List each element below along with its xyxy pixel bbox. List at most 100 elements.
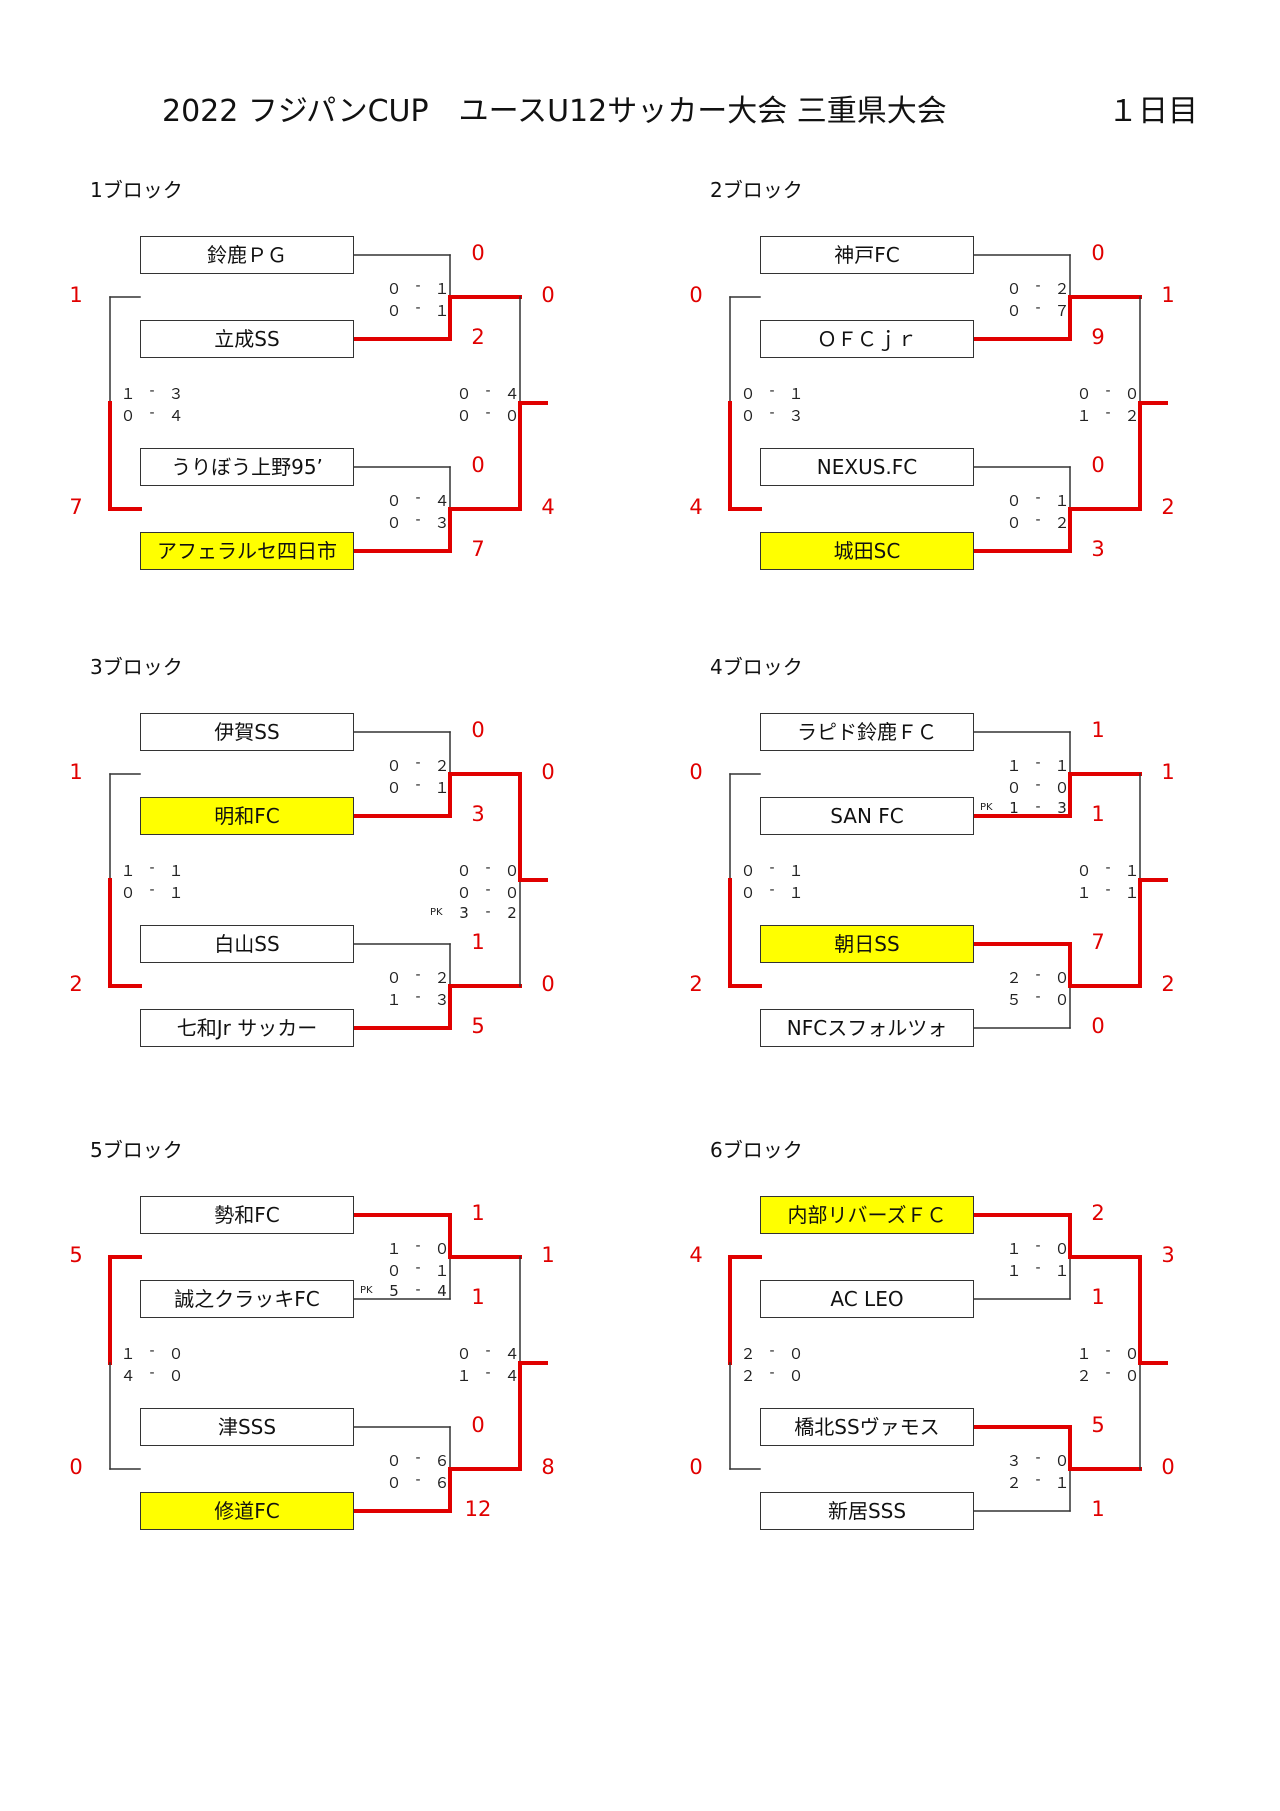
semi2-score-bottom: 7 <box>471 537 485 561</box>
final-pk-right: 2 <box>507 904 517 922</box>
semi2-dash: - <box>1035 490 1041 506</box>
bracket-lines <box>728 731 1168 1029</box>
third-score-right: ３ <box>788 407 804 425</box>
semi2-dash: - <box>1035 512 1041 528</box>
semi1-score-left: １ <box>1006 1240 1022 1258</box>
semi2-score-right: １ <box>1054 492 1070 510</box>
team-box: 神戸FC <box>760 236 974 274</box>
semi2-score-left: ２ <box>1006 969 1022 987</box>
semi2-score-right: ６ <box>434 1452 450 1470</box>
third-score-top: 0 <box>689 283 703 307</box>
semi1-score-right: ０ <box>1054 779 1070 797</box>
team-box: 白山SS <box>140 925 354 963</box>
third-score-left: ０ <box>740 385 756 403</box>
third-score-left: ０ <box>740 407 756 425</box>
third-score-bottom: 2 <box>69 972 83 996</box>
final-score-top: 0 <box>541 760 555 784</box>
bracket-lines <box>108 731 548 1030</box>
semi2-score-bottom: 12 <box>464 1497 492 1521</box>
semi1-dash: - <box>1035 300 1041 316</box>
third-score-top: 0 <box>689 760 703 784</box>
semi2-dash: - <box>415 989 421 1005</box>
third-score-left: １ <box>120 862 136 880</box>
third-score-bottom: 0 <box>689 1455 703 1479</box>
semi2-score-left: ２ <box>1006 1474 1022 1492</box>
block-label: 1ブロック <box>90 178 183 202</box>
semi1-score-right: ２ <box>1054 280 1070 298</box>
semi2-score-right: ０ <box>1054 969 1070 987</box>
third-dash: - <box>769 1343 775 1359</box>
final-score-bottom: 0 <box>1161 1455 1175 1479</box>
third-score-right: ０ <box>168 1345 184 1363</box>
third-dash: - <box>769 405 775 421</box>
final-score-right: ０ <box>504 862 520 880</box>
third-dash: - <box>769 1365 775 1381</box>
final-score-right: １ <box>1124 862 1140 880</box>
semi2-score-bottom: 1 <box>1091 1497 1105 1521</box>
final-score-top: 0 <box>541 283 555 307</box>
third-score-bottom: 0 <box>69 1455 83 1479</box>
third-dash: - <box>149 882 155 898</box>
semi2-dash: - <box>1035 1472 1041 1488</box>
semi2-dash: - <box>415 1450 421 1466</box>
semi1-score-top: 2 <box>1091 1201 1105 1225</box>
semi1-pk-label: PK <box>980 802 993 813</box>
third-score-left: ０ <box>740 884 756 902</box>
team-box: 立成SS <box>140 320 354 358</box>
third-dash: - <box>149 405 155 421</box>
semi1-dash: - <box>415 278 421 294</box>
semi1-score-top: 0 <box>471 241 485 265</box>
team-box: 城田SC <box>760 532 974 570</box>
team-box: ラピド鈴鹿ＦＣ <box>760 713 974 751</box>
semi1-score-bottom: 1 <box>1091 1285 1105 1309</box>
semi1-dash: - <box>1035 278 1041 294</box>
final-score-right: ４ <box>504 385 520 403</box>
block-label: 3ブロック <box>90 655 183 679</box>
third-score-top: 1 <box>69 283 83 307</box>
final-score-right: ４ <box>504 1345 520 1363</box>
team-box: NEXUS.FC <box>760 448 974 486</box>
third-score-right: ３ <box>168 385 184 403</box>
semi1-pk-right: 4 <box>437 1282 447 1300</box>
team-box: SAN FC <box>760 797 974 835</box>
third-dash: - <box>149 1343 155 1359</box>
semi2-score-top: 7 <box>1091 930 1105 954</box>
semi1-score-top: 1 <box>471 1201 485 1225</box>
final-dash: - <box>1105 882 1111 898</box>
semi2-score-left: ０ <box>386 1452 402 1470</box>
semi1-score-left: ０ <box>386 280 402 298</box>
team-box: ＯＦＣｊｒ <box>760 320 974 358</box>
semi2-score-top: 5 <box>1091 1413 1105 1437</box>
final-pk-dash: - <box>485 904 491 920</box>
final-dash: - <box>1105 383 1111 399</box>
semi1-score-left: １ <box>386 1240 402 1258</box>
semi1-dash: - <box>1035 1238 1041 1254</box>
team-box: うりぼう上野95’ <box>140 448 354 486</box>
semi1-dash: - <box>1035 777 1041 793</box>
semi1-score-top: 0 <box>1091 241 1105 265</box>
final-score-bottom: 4 <box>541 495 555 519</box>
semi2-score-right: ３ <box>434 514 450 532</box>
semi1-pk-dash: - <box>1035 799 1041 815</box>
semi1-score-top: 1 <box>1091 718 1105 742</box>
final-dash: - <box>485 383 491 399</box>
final-score-left: ２ <box>1076 1367 1092 1385</box>
final-score-right: ０ <box>1124 1367 1140 1385</box>
semi2-dash: - <box>415 490 421 506</box>
third-dash: - <box>149 1365 155 1381</box>
third-score-top: 5 <box>69 1243 83 1267</box>
semi1-pk-left: 1 <box>1009 799 1019 817</box>
final-score-left: ０ <box>456 862 472 880</box>
third-score-right: ０ <box>168 1367 184 1385</box>
semi1-dash: - <box>415 300 421 316</box>
semi1-score-right: １ <box>434 1262 450 1280</box>
final-dash: - <box>1105 1343 1111 1359</box>
third-dash: - <box>149 860 155 876</box>
final-dash: - <box>1105 405 1111 421</box>
semi2-score-top: 0 <box>471 1413 485 1437</box>
team-box: アフェラルセ四日市 <box>140 532 354 570</box>
semi2-score-right: ３ <box>434 991 450 1009</box>
final-dash: - <box>485 882 491 898</box>
